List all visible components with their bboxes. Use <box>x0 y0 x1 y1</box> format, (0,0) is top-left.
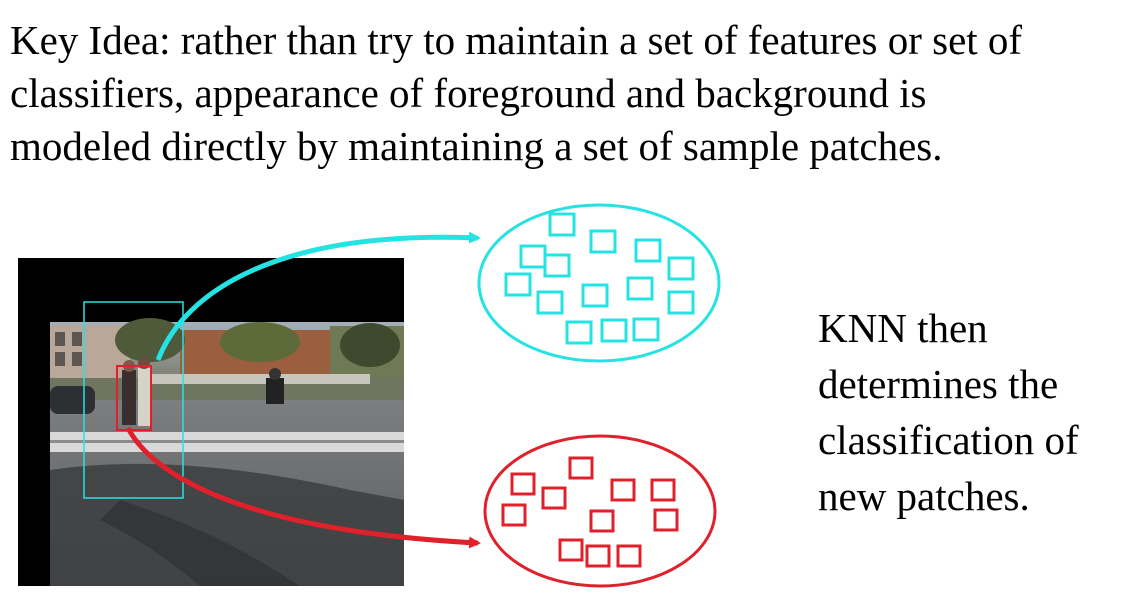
foreground-search-region <box>83 301 184 499</box>
foreground-ellipse <box>477 203 721 363</box>
foreground-patch <box>600 318 628 343</box>
foreground-patch <box>589 229 617 254</box>
tracked-target-box <box>116 365 152 431</box>
foreground-patch <box>519 244 547 269</box>
foreground-patch <box>565 320 593 345</box>
background-patch <box>653 508 679 532</box>
foreground-arrow <box>155 231 481 361</box>
foreground-patch <box>536 290 564 315</box>
foreground-patch-set <box>477 203 721 363</box>
background-patch <box>558 538 584 562</box>
knn-note: KNN then determines the classification o… <box>818 300 1128 524</box>
background-patch <box>610 478 636 502</box>
background-patch <box>585 544 611 568</box>
background-ellipse <box>483 434 717 588</box>
key-idea-line-2: classifiers, appearance of foreground an… <box>10 70 927 116</box>
background-patch <box>510 472 536 496</box>
background-patch <box>541 486 567 510</box>
knn-note-line-2: determines the <box>818 361 1059 407</box>
foreground-patch <box>632 317 660 342</box>
foreground-patch <box>504 272 532 297</box>
street-scene <box>50 318 404 586</box>
background-patch <box>568 456 594 480</box>
background-patch-set <box>483 434 717 588</box>
background-patch <box>501 503 527 527</box>
foreground-patch <box>581 283 609 308</box>
knn-note-line-4: new patches. <box>818 473 1030 519</box>
foreground-patch <box>634 238 662 263</box>
knn-note-line-3: classification of <box>818 417 1079 463</box>
foreground-patch <box>548 212 576 237</box>
background-arrow <box>125 426 481 549</box>
foreground-patch <box>667 290 695 315</box>
background-patch <box>650 478 676 502</box>
background-patch <box>616 544 642 568</box>
foreground-patch <box>543 253 571 278</box>
key-idea-text: Key Idea: rather than try to maintain a … <box>10 14 1130 173</box>
video-frame <box>18 258 404 586</box>
background-patch <box>589 509 615 533</box>
key-idea-line-1: Key Idea: rather than try to maintain a … <box>10 17 1023 63</box>
knn-note-line-1: KNN then <box>818 305 988 351</box>
key-idea-line-3: modeled directly by maintaining a set of… <box>10 123 943 169</box>
foreground-patch <box>626 276 654 301</box>
foreground-patch <box>667 256 695 281</box>
